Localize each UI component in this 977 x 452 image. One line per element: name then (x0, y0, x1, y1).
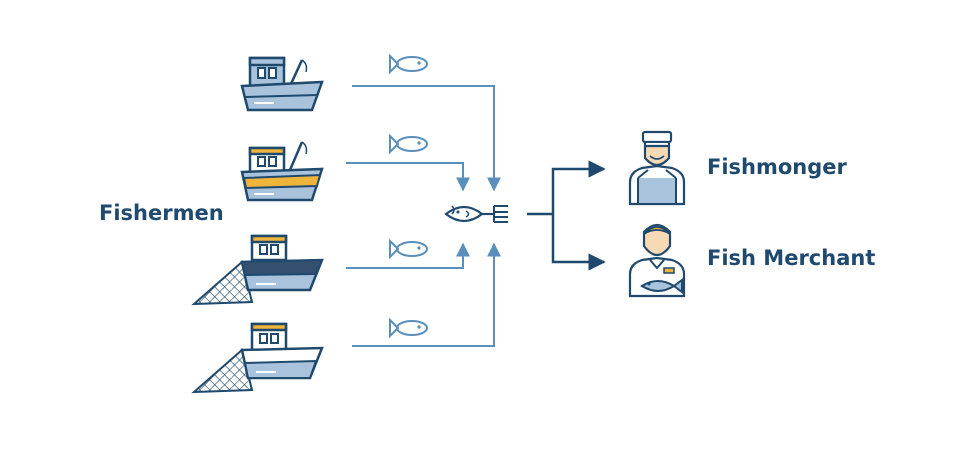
flow-line-1 (352, 85, 501, 192)
fish-icon (389, 53, 428, 75)
fishmonger-icon (628, 130, 686, 206)
branch-to-fishmonger (551, 160, 606, 214)
net-boat-1 (191, 234, 324, 306)
fishmonger-label: Fishmonger (707, 155, 847, 179)
fishing-boat-2 (240, 141, 324, 202)
flow-line-3 (346, 242, 470, 269)
fish-merchant-label: Fish Merchant (707, 246, 876, 270)
fish-icon (389, 238, 428, 260)
fish-fork-icon (444, 205, 508, 223)
flow-line-4 (352, 242, 501, 347)
fish-icon (389, 317, 428, 339)
net-boat-2 (191, 322, 324, 394)
flow-line-2 (346, 162, 470, 192)
fish-icon (389, 133, 428, 155)
fishing-boat-1 (240, 56, 324, 112)
fish-merchant-icon (628, 223, 686, 298)
branch-to-merchant (551, 214, 606, 271)
fishermen-label: Fishermen (99, 201, 224, 225)
